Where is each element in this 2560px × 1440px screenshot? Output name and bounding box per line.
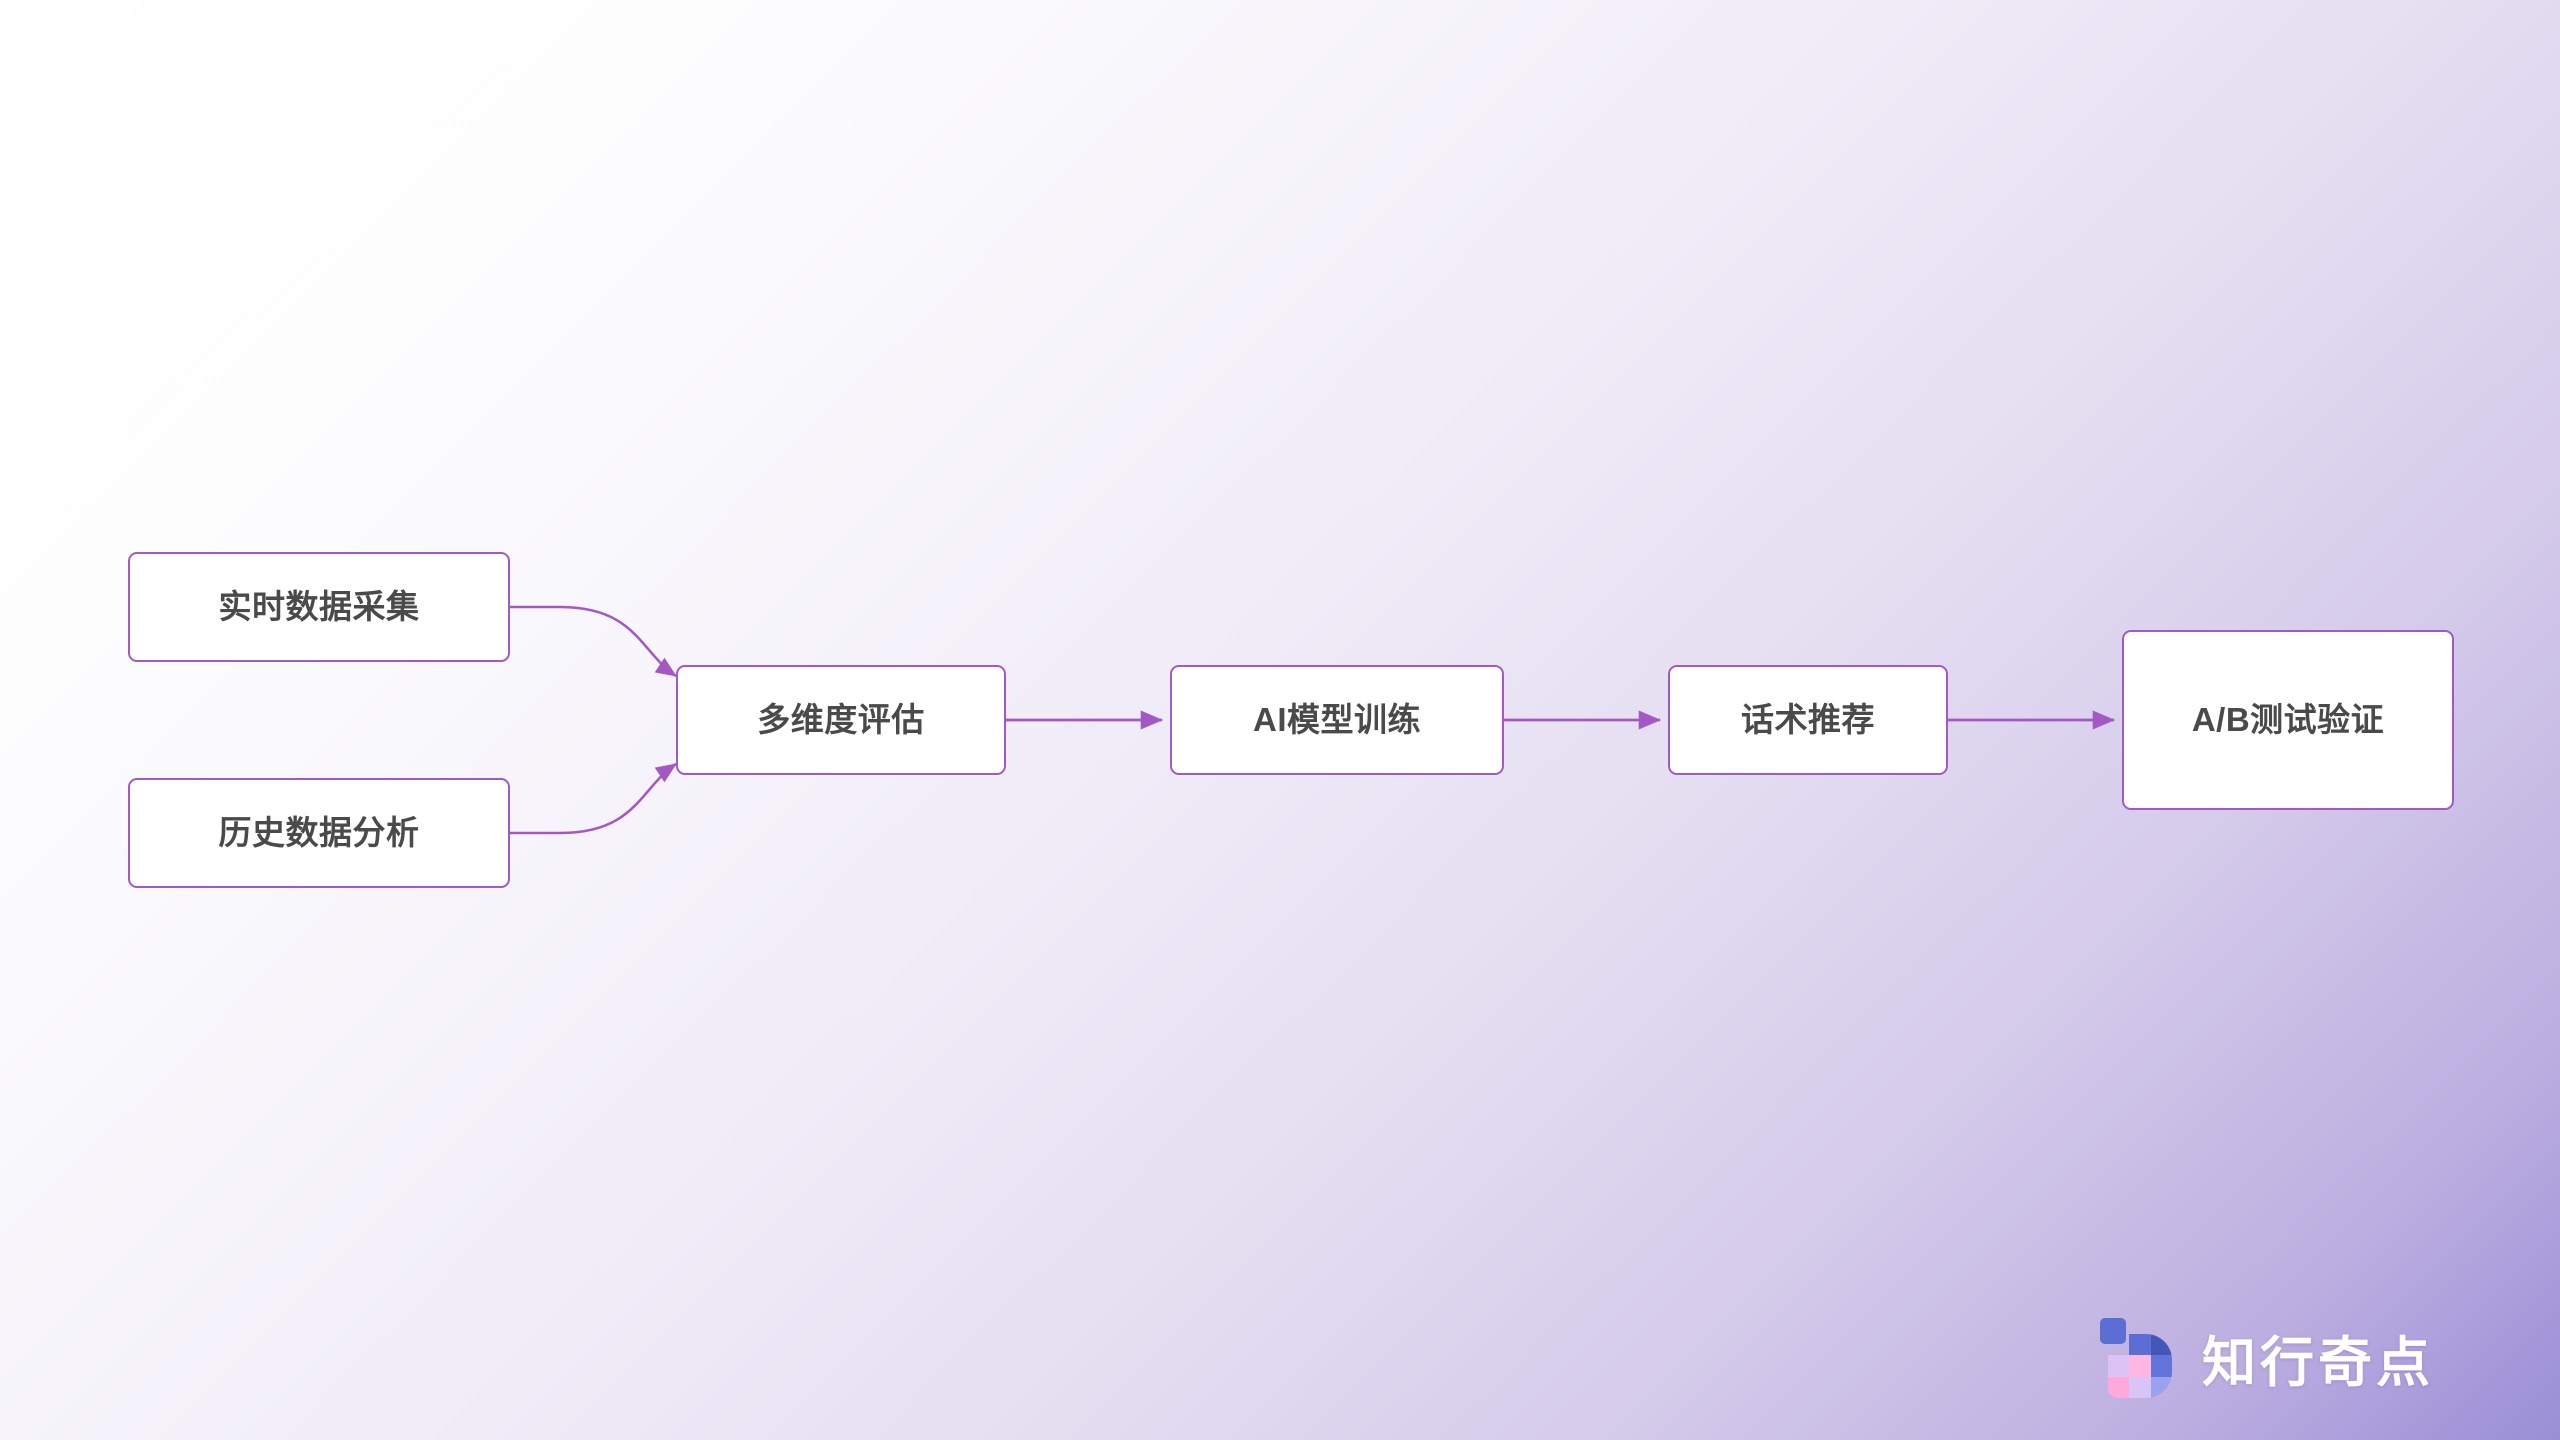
node-ab-test-validation[interactable]: A/B测试验证 — [2122, 630, 2454, 810]
logo-tile — [2150, 1334, 2172, 1356]
node-ai-model-training[interactable]: AI模型训练 — [1170, 665, 1504, 775]
node-label: 多维度评估 — [757, 700, 925, 738]
tiled-square-logo-icon — [2098, 1316, 2180, 1398]
logo-tile-grid — [2108, 1334, 2172, 1398]
logo-tile — [2129, 1355, 2151, 1377]
logo-tile — [2129, 1334, 2151, 1356]
node-label: AI模型训练 — [1253, 700, 1421, 738]
node-label: A/B测试验证 — [2191, 700, 2385, 738]
node-real-time-data-collection[interactable]: 实时数据采集 — [128, 552, 510, 662]
logo-tile — [2108, 1376, 2130, 1398]
brand-name: 知行奇点 — [2202, 1332, 2434, 1393]
node-label: 实时数据采集 — [218, 587, 420, 625]
logo-tile — [2108, 1334, 2129, 1355]
node-multi-dimensional-assessment[interactable]: 多维度评估 — [676, 665, 1006, 775]
edge-collect-to-assess — [510, 605, 677, 678]
logo-tile — [2150, 1376, 2172, 1398]
brand-watermark: 知行奇点 — [2098, 1316, 2434, 1398]
logo-tile — [2129, 1376, 2151, 1398]
edge-history-to-assess — [510, 762, 677, 835]
node-historical-data-analysis[interactable]: 历史数据分析 — [128, 778, 510, 888]
node-label: 历史数据分析 — [218, 813, 420, 851]
logo-tile — [2150, 1355, 2172, 1377]
node-script-recommendation[interactable]: 话术推荐 — [1668, 665, 1948, 775]
node-label: 话术推荐 — [1741, 700, 1875, 738]
logo-detached-square — [2100, 1318, 2126, 1344]
logo-tile — [2108, 1355, 2130, 1377]
